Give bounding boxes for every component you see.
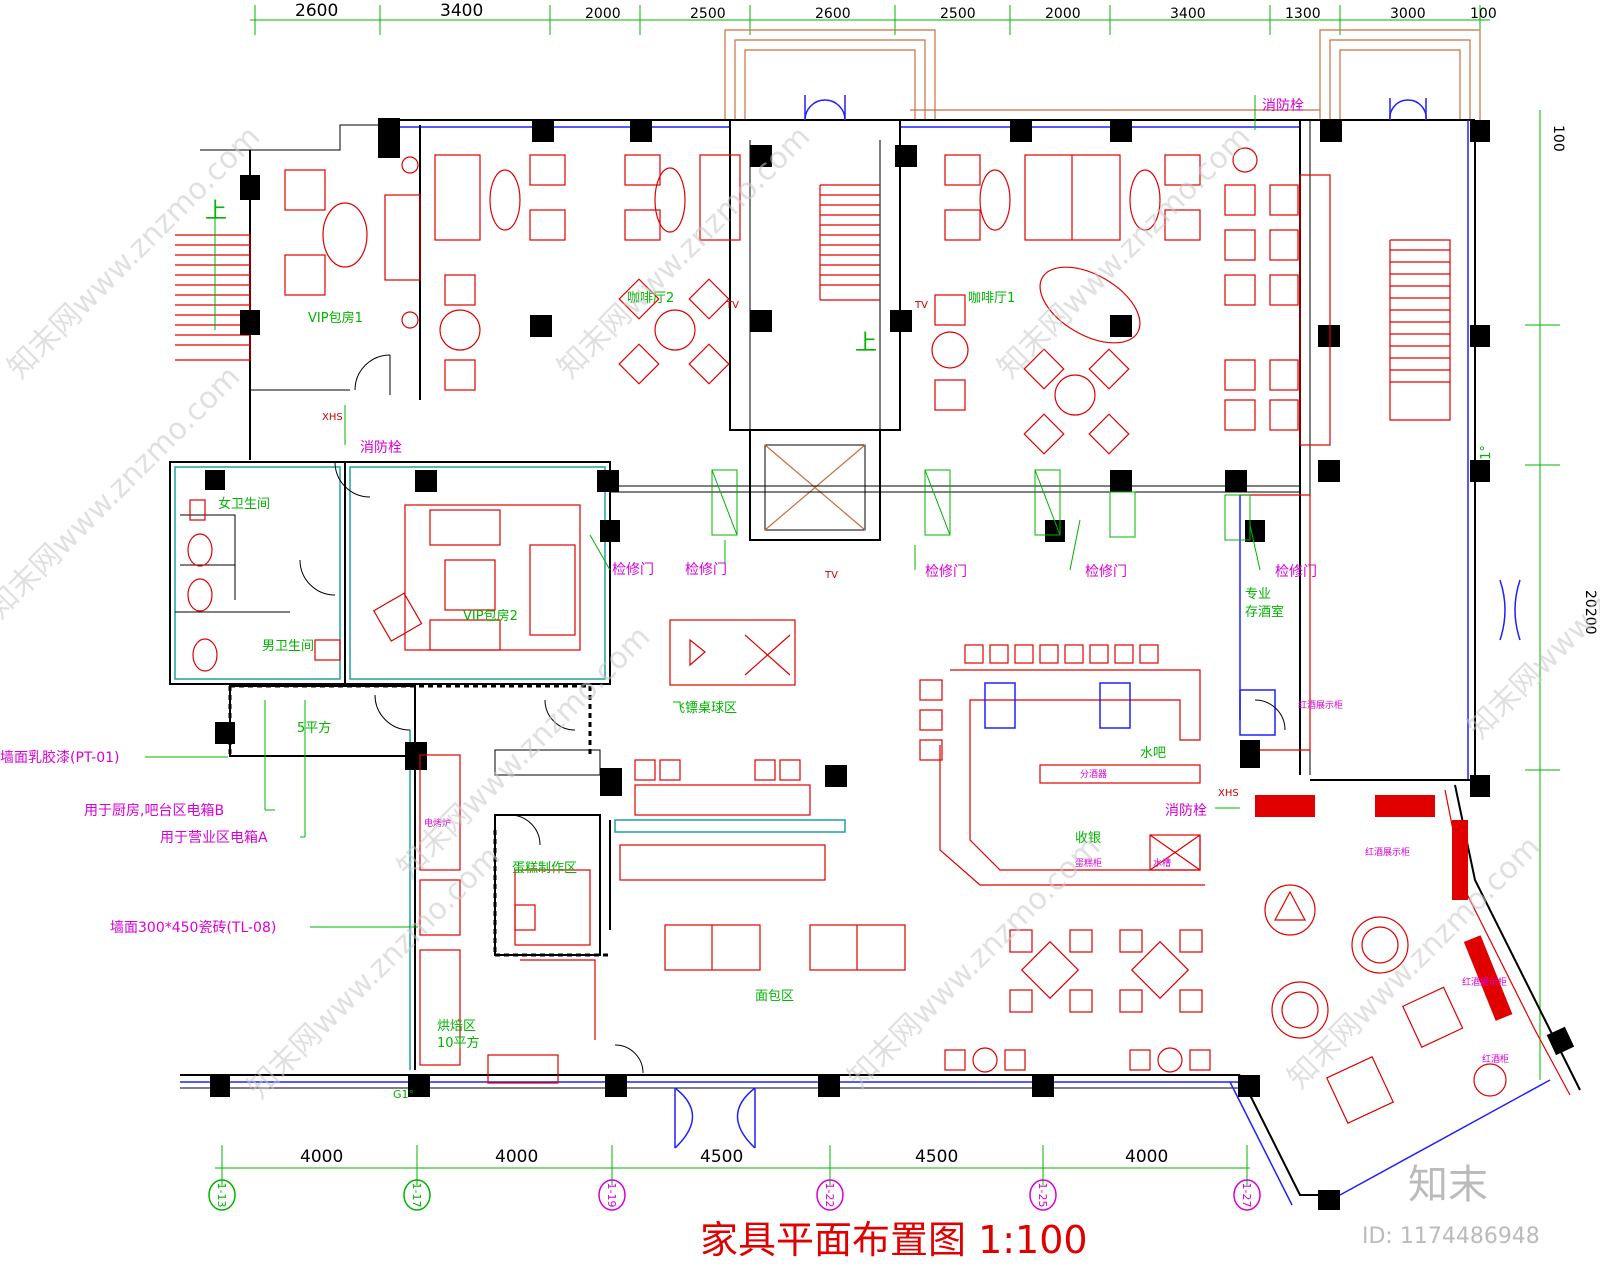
watermark-4: 知末网www.znzmo.com [991, 119, 1257, 385]
axis-bubbles: 1-13 1-17 1-19 1-22 1-25 1-27 [208, 1179, 1261, 1211]
dashed-outlines [228, 684, 610, 957]
bottom-dim-0: 4000 [300, 1147, 343, 1167]
top-dim-0: 2600 [295, 1, 338, 21]
hydrant-label-right: 消防栓 [1165, 803, 1207, 819]
room-women-wc: 女卫生间 [218, 496, 270, 512]
water-tank-label: 水槽 [1153, 857, 1171, 869]
room-men-wc: 男卫生间 [262, 639, 314, 654]
watermark-5: 知末网www.znzmo.com [1461, 479, 1600, 745]
room-wine-room-1: 专业 [1245, 587, 1271, 602]
tv-label-left: TV [725, 300, 739, 311]
bottom-dim-4: 4000 [1125, 1147, 1168, 1167]
room-water-bar: 水吧 [1140, 746, 1166, 761]
tv-label-right: TV [914, 300, 928, 311]
top-dimension-line: 2600 3400 2000 2500 2600 2500 2000 3400 … [250, 1, 1497, 35]
room-five-sqm: 5平方 [297, 720, 331, 736]
annotation-0: 墙面乳胶漆(PT-01) [0, 749, 120, 766]
room-wine-room-2: 存酒室 [1245, 604, 1284, 620]
room-labels: VIP包房1 VIP包房2 咖啡厅1 咖啡厅2 女卫生间 男卫生间 飞镖桌球区 … [205, 199, 1284, 1101]
room-darts: 飞镖桌球区 [672, 700, 737, 716]
steamer-label: 电烤炉 [424, 817, 451, 829]
annotation-1: 用于厨房,吧台区电箱B [84, 803, 224, 819]
right-dim-1: 20200 [1582, 590, 1598, 635]
bottom-dim-2: 4500 [700, 1147, 743, 1167]
room-bread: 面包区 [755, 989, 794, 1004]
furniture [187, 147, 1507, 1125]
right-dim-0: 100 [1550, 125, 1566, 152]
dispenser-label: 分酒器 [1080, 769, 1107, 780]
right-dimension-line: 100 20200 G1° [1479, 110, 1598, 1080]
doors [674, 95, 1521, 1149]
watermark-3: 知末网www.znzmo.com [551, 119, 817, 385]
wine-cabinet-label-3: 红酒展示柜 [1462, 976, 1507, 988]
axis-label-5: 1-27 [1240, 1183, 1253, 1208]
watermark-1: 知末网www.znzmo.com [1, 119, 267, 385]
annotation-3: 墙面300*450瓷砖(TL-08) [110, 920, 276, 936]
stair-up-center: 上 [855, 331, 877, 356]
hydrant-labels: 消防栓 消防栓 消防栓 检修门 检修门 检修门 检修门 检修门 [360, 98, 1317, 819]
access-door-label-2: 检修门 [685, 562, 727, 578]
hydrant-label-top: 消防栓 [1262, 98, 1304, 114]
axis-label-2: 1-19 [605, 1183, 618, 1208]
room-vip1: VIP包房1 [308, 310, 363, 326]
g1-label: G1° [393, 1088, 414, 1101]
stair-up-left: 上 [205, 199, 227, 224]
room-cashier: 收银 [1075, 831, 1101, 846]
xhs-label-right: XHS [1218, 788, 1239, 799]
room-cafe1: 咖啡厅1 [968, 291, 1015, 306]
wine-display-racks [1255, 795, 1513, 1021]
room-vip2: VIP包房2 [463, 608, 518, 624]
entrance-frames [724, 29, 1481, 120]
axis-label-3: 1-22 [823, 1183, 836, 1208]
wine-rack-label: 红酒柜 [1482, 1053, 1509, 1065]
brand-logo: 知末 [1408, 1162, 1488, 1208]
access-door-label-3: 检修门 [925, 564, 967, 580]
watermark-9: 知末网www.znzmo.com [241, 839, 507, 1105]
resource-id: ID: 1174486948 [1362, 1224, 1540, 1249]
room-baking-2: 10平方 [437, 1035, 480, 1051]
tv-label-elevator: TV [824, 570, 838, 581]
access-door-label-4: 检修门 [1085, 564, 1127, 580]
top-dim-4: 2600 [815, 6, 851, 22]
top-dim-10: 100 [1470, 6, 1497, 22]
material-annotations: 墙面乳胶漆(PT-01) 用于厨房,吧台区电箱B 用于营业区电箱A 墙面300*… [0, 749, 276, 936]
drawing-title: 家具平面布置图 1:100 [700, 1218, 1088, 1262]
access-door-units [711, 469, 1251, 541]
cake-cabinet-label: 蛋糕柜 [1075, 857, 1102, 869]
watermarks: 知末网www.znzmo.com 知末网www.znzmo.com 知末网www… [0, 119, 1600, 1105]
axis-label-4: 1-25 [1036, 1183, 1049, 1208]
top-dim-7: 3400 [1170, 6, 1206, 22]
top-dim-6: 2000 [1045, 6, 1081, 22]
bottom-dim-3: 4500 [915, 1147, 958, 1167]
top-dim-8: 1300 [1285, 6, 1321, 22]
annotation-2: 用于营业区电箱A [160, 830, 268, 846]
top-dim-9: 3000 [1390, 6, 1426, 22]
room-cake: 蛋糕制作区 [512, 861, 577, 876]
wine-cabinet-label-2: 红酒展示柜 [1365, 846, 1410, 858]
hydrant-label-left: 消防栓 [360, 440, 402, 456]
leader-lines [145, 95, 1261, 928]
top-dim-3: 2500 [690, 6, 726, 22]
bottom-dimension-line: 4000 4000 4500 4500 4000 [215, 1145, 1250, 1185]
axis-label-1: 1-17 [410, 1183, 423, 1208]
top-dim-5: 2500 [940, 6, 976, 22]
watermark-6: 知末网www.znzmo.com [391, 619, 657, 885]
wine-cabinet-label-1: 红酒展示柜 [1298, 699, 1343, 711]
access-door-label-1: 检修门 [612, 562, 654, 578]
access-door-label-5: 检修门 [1275, 564, 1317, 580]
xhs-label-left: XHS [322, 412, 343, 423]
room-baking-1: 烘焙区 [437, 1019, 476, 1034]
bottom-dim-1: 4000 [495, 1147, 538, 1167]
door-swings [299, 354, 1286, 1074]
top-dim-1: 3400 [440, 1, 483, 21]
top-dim-2: 2000 [585, 6, 621, 22]
axis-label-0: 1-13 [215, 1183, 228, 1208]
room-cafe2: 咖啡厅2 [627, 291, 674, 306]
small-labels: TV TV TV XHS XHS 红酒展示柜 红酒展示柜 红酒展示柜 红酒柜 分… [322, 300, 1509, 1065]
